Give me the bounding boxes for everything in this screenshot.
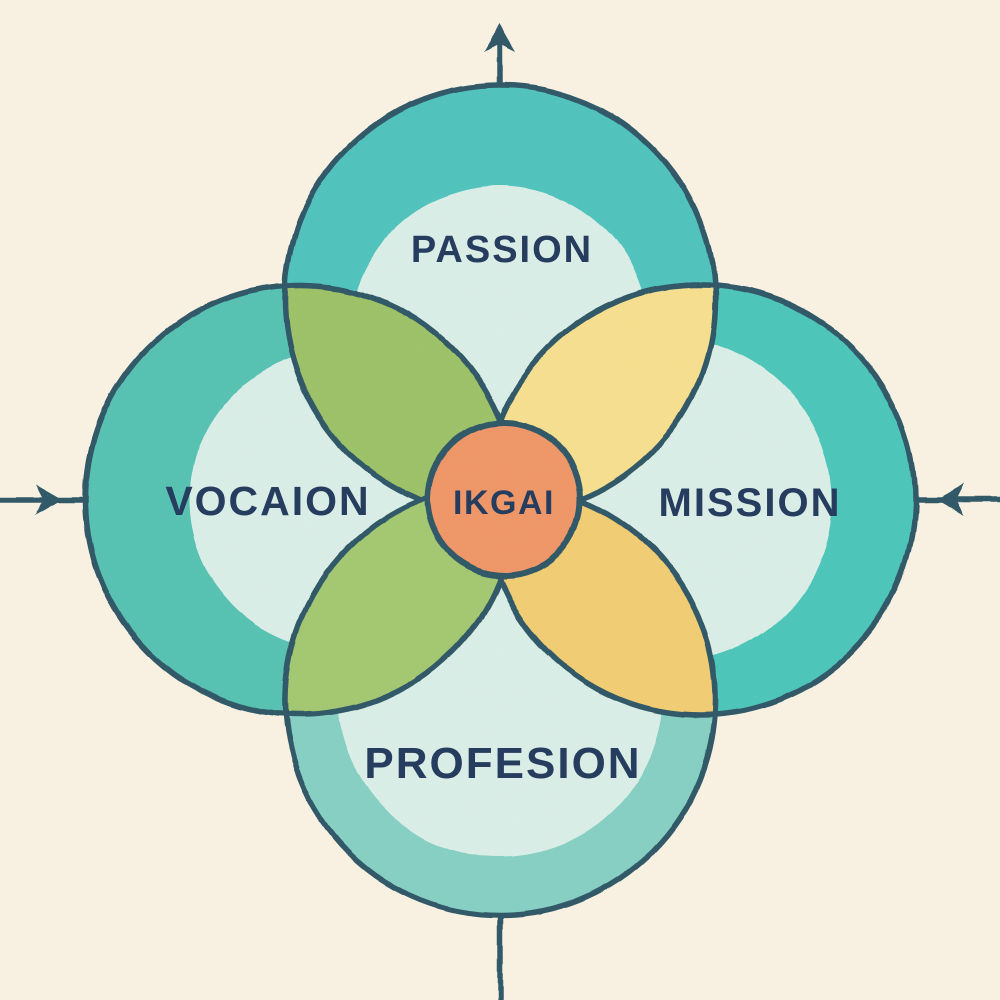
label-mission: MISSION bbox=[659, 481, 842, 525]
label-vocation: VOCAION bbox=[165, 478, 370, 524]
label-profession: PROFESION bbox=[364, 739, 641, 788]
label-ikigai: IKGAI bbox=[453, 484, 555, 522]
label-passion: PASSION bbox=[411, 229, 593, 271]
